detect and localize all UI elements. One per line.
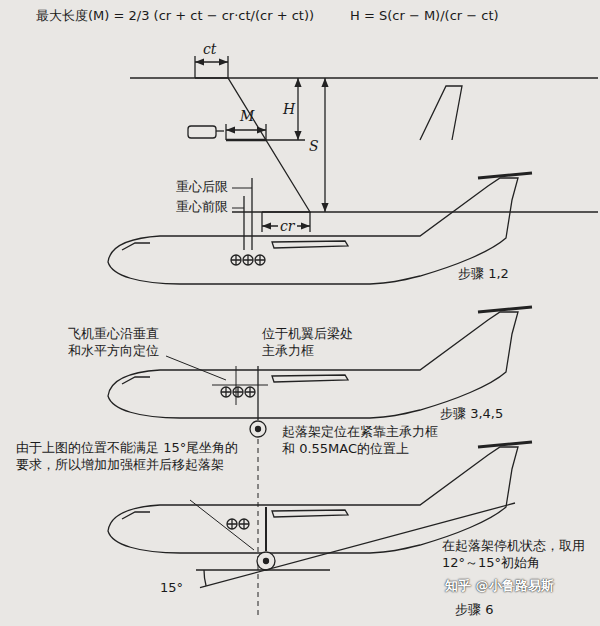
cockpit-window	[122, 243, 150, 250]
leader-line	[232, 208, 244, 209]
leader-line	[232, 188, 252, 189]
dimension-label: S	[309, 137, 319, 155]
dimension-line	[297, 78, 298, 140]
extension-line	[261, 212, 262, 232]
dimension-label: H	[283, 100, 295, 118]
cockpit-window	[122, 512, 150, 519]
leader-line	[166, 356, 226, 380]
cg-aft-limit-line	[251, 178, 252, 250]
side-view-2	[108, 307, 532, 418]
landing-gear	[250, 421, 266, 437]
extension-line	[194, 56, 195, 78]
cg-marks	[221, 387, 255, 397]
extension-line	[309, 212, 310, 232]
landing-gear	[257, 552, 275, 570]
wing-side	[272, 241, 348, 248]
extension-line	[227, 56, 228, 78]
wheel-hub	[264, 559, 269, 564]
formula: H = S(cr − M)/(cr − ct)	[350, 8, 499, 25]
angle-arc	[204, 570, 206, 586]
angle-label: 15°	[160, 580, 183, 597]
fuselage	[108, 312, 518, 418]
wing-side	[272, 510, 348, 517]
horizontal-tail-planform	[420, 86, 462, 140]
cg-marks	[227, 519, 249, 529]
fuselage	[108, 178, 518, 284]
cg-limit-label: 重心前限	[176, 199, 228, 216]
extension-line	[265, 124, 266, 140]
wheel-hub	[256, 427, 261, 432]
cg-limit-label: 重心后限	[176, 179, 228, 196]
dimension-label: ct	[203, 40, 216, 58]
dimension-line	[226, 129, 266, 130]
note: 起落架定位在紧靠主承力框和 0.55MAC的位置上	[282, 424, 444, 458]
cockpit-window	[122, 377, 150, 384]
step-label: 步骤 6	[455, 602, 493, 619]
cg-forward-limit-line	[243, 196, 244, 250]
watermark: 知乎 @小鲁路易斯	[445, 578, 554, 595]
dimension-line	[324, 78, 325, 212]
t-tail	[478, 442, 532, 447]
formula: 最大长度(M) = 2/3 (cr + ct − cr·ct/(cr + ct)…	[36, 8, 314, 25]
cg-horizontal-line	[212, 385, 268, 386]
note: 飞机重心沿垂直和水平方向定位	[68, 326, 164, 360]
dimension-line	[195, 61, 228, 62]
engine-nacelle	[188, 126, 216, 138]
dimension-label: cr	[278, 217, 297, 235]
t-tail	[478, 173, 532, 178]
reference-line	[258, 439, 259, 615]
reinforcement-frame	[265, 507, 267, 551]
extension-line	[225, 124, 226, 140]
extension-line	[266, 139, 305, 140]
leader-line	[190, 500, 254, 550]
note: 在起落架停机状态，取用 12°～15°初始角	[442, 538, 592, 572]
cg-vertical-line	[236, 366, 237, 405]
main-frame-line	[257, 366, 258, 420]
step-label: 步骤 3,4,5	[440, 406, 503, 423]
step-label: 步骤 1,2	[458, 266, 509, 283]
t-tail	[478, 307, 532, 312]
note: 位于机翼后梁处主承力框	[262, 326, 358, 360]
dimension-label: M	[240, 107, 254, 125]
pylon	[216, 130, 224, 131]
note: 由于上图的位置不能满足 15°尾坐角的要求，所以增加加强框并后移起落架	[16, 440, 248, 474]
wing-side	[272, 375, 348, 382]
cg-marks	[231, 255, 265, 265]
side-view-1	[108, 173, 532, 284]
mac-chord	[226, 139, 266, 141]
